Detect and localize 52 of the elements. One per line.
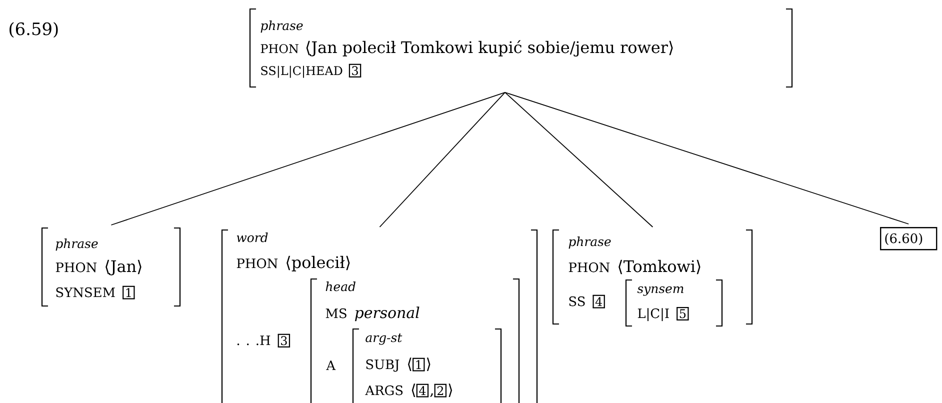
feature-structure [249,8,793,88]
tag-box: 2 [434,384,447,398]
feature-name: L|C|I [638,308,669,322]
tree-branch [110,92,506,226]
list-delimiter: ⟨ [408,358,412,371]
list-delimiter: ⟩ [426,358,430,371]
type-label: phrase [260,20,303,33]
tag-box: 3 [348,64,362,78]
feature-name: PHON [260,44,298,54]
example-number: (6.59) [10,22,58,38]
tag-box: 3 [278,334,290,348]
feature-name: SYNSEM [56,287,115,298]
feature-name: SUBJ [366,359,400,372]
feature-structure [41,227,181,307]
feature-structure [310,278,520,403]
tag-box: 5 [676,307,689,320]
feature-name: PHON [236,258,278,268]
type-label: word [236,232,268,242]
tree-branch [379,92,506,228]
feature-name: PHON [568,262,610,272]
feature-structure [625,279,723,327]
reference-box [880,227,938,250]
feature-structure [352,328,502,403]
type-label: phrase [56,238,98,251]
tag-box: 1 [412,358,425,372]
feature-name: . . .H [237,336,270,346]
feature-value: ⟨Jan⟩ [106,260,142,276]
feature-value: ⟨Tomkowi⟩ [618,260,700,274]
type-label: head [326,282,356,292]
list-delimiter: ⟩ [448,384,452,397]
list-delimiter: ⟨ [412,384,416,397]
list-delimiter: , [430,393,433,398]
tag-box: 4 [592,294,605,308]
feature-name: PHON [56,262,97,272]
feature-value: ⟨Jan polecił Tomkowi kupić sobie/jemu rower⟩ [306,40,673,57]
type-label: phrase [568,236,611,249]
feature-name: A [326,360,336,370]
feature-structure [221,229,538,403]
tag-box: 4 [416,384,429,398]
feature-value: ⟨polecił⟩ [286,256,350,272]
feature-name: SS|L|C|HEAD [261,66,342,78]
tree-branch [504,92,910,224]
tree-branch [504,92,654,228]
tag-box: 1 [122,286,135,300]
example-number: (6.60) [885,233,922,246]
type-label: arg-st [366,334,402,345]
feature-structure [552,229,753,325]
feature-value: personal [354,306,420,322]
type-label: synsem [637,286,684,296]
feature-name: ARGS [365,385,403,396]
feature-name: MS [326,308,346,318]
feature-name: SS [569,296,585,306]
